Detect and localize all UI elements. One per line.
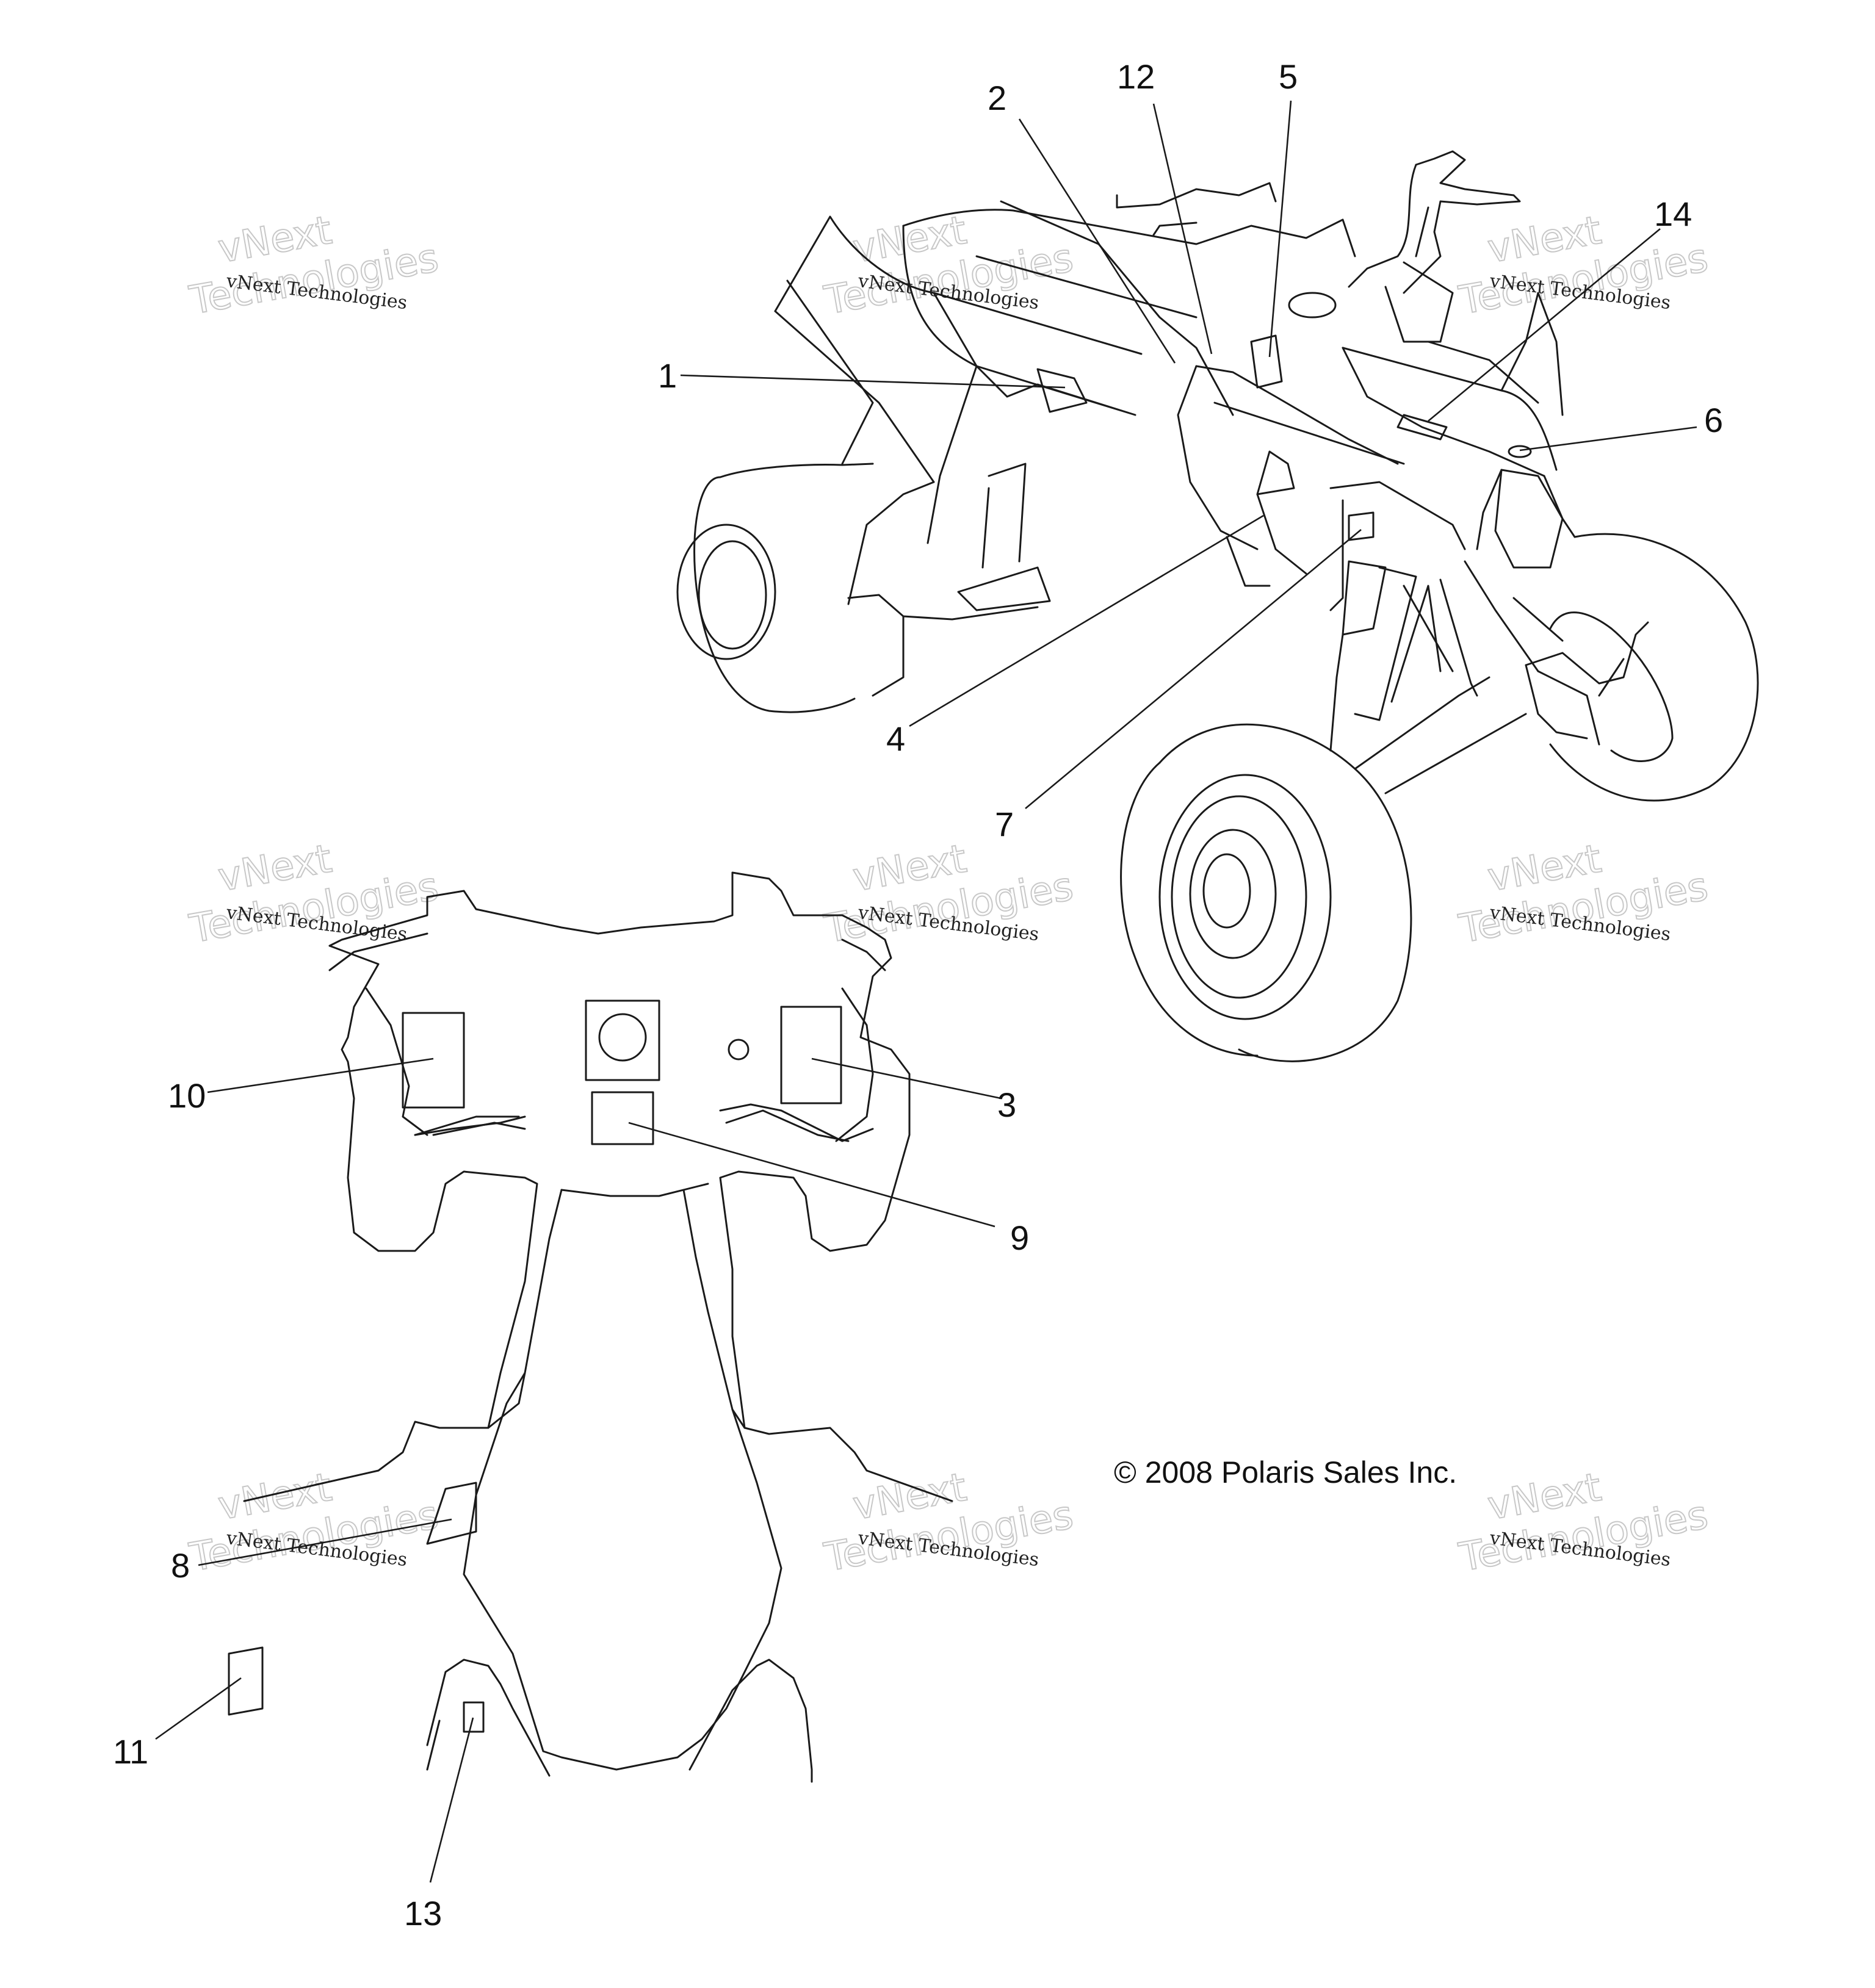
key-switch-circle bbox=[728, 1039, 750, 1061]
leader-11 bbox=[155, 1677, 242, 1740]
callout-numbers: 1 2 3 4 5 6 7 8 9 10 11 12 13 14 bbox=[113, 57, 1723, 1932]
front-suspension bbox=[1329, 560, 1564, 794]
leader-3 bbox=[811, 1057, 1002, 1100]
leader-13 bbox=[429, 1717, 474, 1883]
leader-4 bbox=[909, 514, 1264, 727]
leader-2 bbox=[1018, 118, 1176, 364]
copyright-notice: © 2008 Polaris Sales Inc. bbox=[1114, 1455, 1457, 1489]
callout-14: 14 bbox=[1654, 195, 1692, 233]
watermark: vNext Technologies bbox=[1455, 1464, 1712, 1582]
front-fender bbox=[1342, 292, 1576, 569]
atv-decal-outlines bbox=[1036, 292, 1532, 541]
leader-9 bbox=[628, 1122, 995, 1228]
decal-9-outline bbox=[591, 1091, 654, 1145]
decal-8-outline bbox=[426, 1482, 477, 1545]
callout-1: 1 bbox=[658, 356, 677, 395]
leader-lines bbox=[155, 100, 1697, 1883]
front-wheel-far bbox=[1525, 533, 1759, 802]
callout-8: 8 bbox=[171, 1546, 190, 1585]
leader-12 bbox=[1152, 103, 1213, 355]
decal-6-outline bbox=[1508, 445, 1532, 458]
leader-7 bbox=[1025, 529, 1362, 809]
decal-5-outline bbox=[1250, 334, 1283, 389]
decal-gauge-box bbox=[585, 999, 660, 1081]
callout-3: 3 bbox=[997, 1086, 1016, 1124]
leader-6 bbox=[1519, 426, 1697, 452]
decal-14-outline bbox=[1396, 414, 1448, 441]
watermarks: vNext Technologies vNext Technologies vN… bbox=[186, 207, 1712, 1582]
callout-11: 11 bbox=[113, 1732, 148, 1771]
gauge-circle bbox=[598, 1013, 647, 1062]
decal-1-outline bbox=[1036, 368, 1088, 413]
side-panel bbox=[1177, 365, 1466, 611]
leader-14 bbox=[1428, 228, 1661, 422]
handlebar bbox=[1348, 150, 1539, 404]
rear-wheel bbox=[676, 463, 874, 713]
callout-9: 9 bbox=[1010, 1219, 1029, 1257]
callout-13: 13 bbox=[404, 1894, 442, 1932]
decal-7-outline bbox=[1348, 511, 1375, 541]
callout-4: 4 bbox=[886, 719, 905, 758]
leader-10 bbox=[207, 1057, 434, 1093]
leader-1 bbox=[680, 374, 1066, 389]
callout-7: 7 bbox=[995, 805, 1014, 843]
leader-8 bbox=[198, 1518, 452, 1566]
callout-6: 6 bbox=[1704, 401, 1723, 439]
gas-cap bbox=[1288, 292, 1337, 319]
seat-body bbox=[902, 182, 1356, 416]
callout-2: 2 bbox=[988, 79, 1006, 117]
callout-12: 12 bbox=[1117, 57, 1155, 96]
atv-side-view bbox=[676, 150, 1759, 1062]
callout-5: 5 bbox=[1279, 57, 1298, 96]
front-wheel-near bbox=[1120, 723, 1412, 1062]
callout-10: 10 bbox=[168, 1076, 206, 1115]
decal-3-outline bbox=[780, 1006, 842, 1104]
top-decal-outlines bbox=[228, 999, 842, 1733]
leader-5 bbox=[1268, 100, 1292, 358]
decal-11-outline bbox=[228, 1646, 264, 1716]
atv-top-view bbox=[228, 871, 953, 1783]
decal-13-outline bbox=[463, 1701, 485, 1733]
decal-10-outline bbox=[402, 1012, 465, 1109]
rear-fender bbox=[774, 215, 1136, 697]
